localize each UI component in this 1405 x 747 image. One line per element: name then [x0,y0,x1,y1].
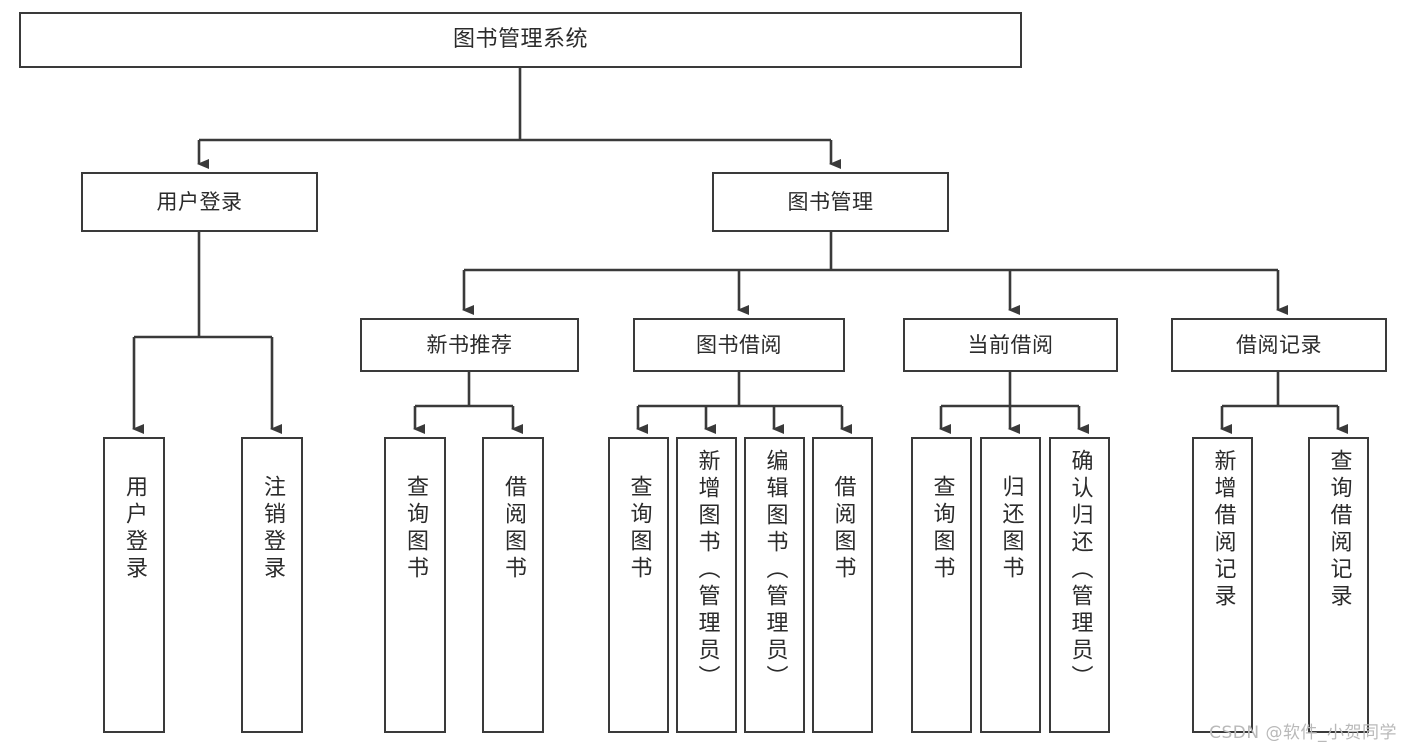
node-label: 图书管理系统 [452,27,588,53]
node-label: 用户登录 [122,475,147,583]
node-label: 借阅图书 [501,475,526,583]
leaf-record-add-borrow-record[interactable]: 新增借阅记录 [1192,437,1253,733]
node-current-borrow[interactable]: 当前借阅 [903,318,1118,372]
leaf-borrow-add-book-admin[interactable]: 新增图书（管理员） [676,437,737,733]
node-label: 借阅图书 [830,475,856,583]
node-user-login[interactable]: 用户登录 [81,172,318,232]
node-label: 归还图书 [998,475,1024,583]
leaf-new-book-borrow[interactable]: 借阅图书 [482,437,544,733]
leaf-user-login-login[interactable]: 用户登录 [103,437,165,733]
leaf-current-confirm-return-admin[interactable]: 确认归还（管理员） [1049,437,1110,733]
node-label: 借阅记录 [1236,332,1322,357]
leaf-borrow-edit-book-admin[interactable]: 编辑图书（管理员） [744,437,805,733]
node-new-book-recommend[interactable]: 新书推荐 [360,318,579,372]
node-label: 注销登录 [260,475,285,583]
node-book-management[interactable]: 图书管理 [712,172,949,232]
leaf-borrow-query-book[interactable]: 查询图书 [608,437,669,733]
node-book-borrow[interactable]: 图书借阅 [633,318,845,372]
leaf-borrow-borrow-book[interactable]: 借阅图书 [812,437,873,733]
leaf-current-query-book[interactable]: 查询图书 [911,437,972,733]
node-label: 查询图书 [929,475,955,583]
node-label: 新增图书（管理员） [694,449,720,692]
node-label: 查询借阅记录 [1326,449,1352,611]
node-label: 用户登录 [156,189,243,214]
leaf-current-return-book[interactable]: 归还图书 [980,437,1041,733]
node-label: 新增借阅记录 [1210,449,1236,611]
leaf-record-query-borrow-record[interactable]: 查询借阅记录 [1308,437,1369,733]
node-label: 查询图书 [403,475,428,583]
node-label: 当前借阅 [967,332,1054,357]
node-label: 确认归还（管理员） [1067,449,1093,692]
node-root-book-management-system[interactable]: 图书管理系统 [19,12,1022,68]
node-label: 图书管理 [787,189,874,214]
node-label: 编辑图书（管理员） [762,449,788,692]
leaf-new-book-query[interactable]: 查询图书 [384,437,446,733]
node-label: 新书推荐 [426,332,513,357]
csdn-watermark: CSDN @软件_小贺同学 [1209,723,1397,743]
node-borrow-record[interactable]: 借阅记录 [1171,318,1387,372]
leaf-user-login-logout[interactable]: 注销登录 [241,437,303,733]
node-label: 图书借阅 [696,332,782,357]
node-label: 查询图书 [626,475,652,583]
